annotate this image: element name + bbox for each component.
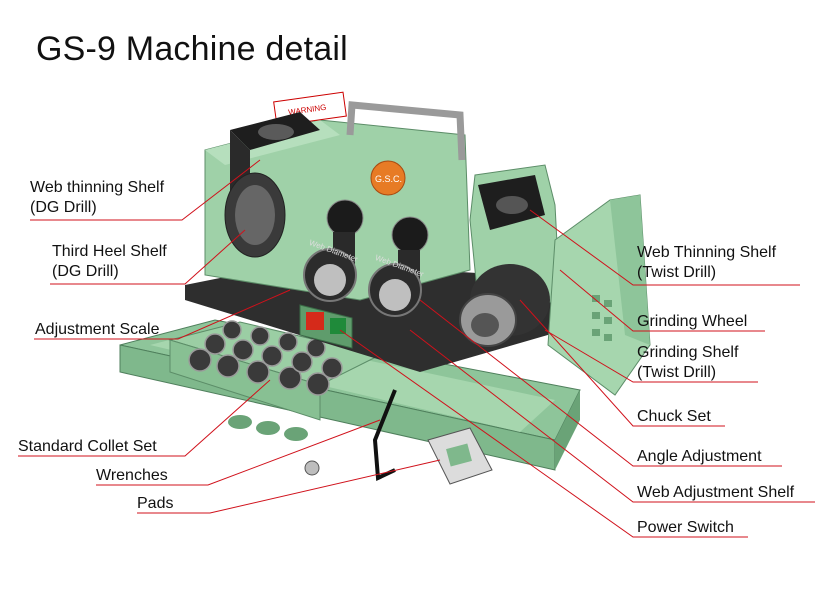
label-web-thinning-twist: Web Thinning Shelf (Twist Drill) — [637, 243, 776, 283]
wrench-shape — [372, 389, 397, 482]
label-web-thinning-twist-line2: (Twist Drill) — [637, 264, 717, 281]
leader-lines — [18, 159, 815, 538]
power-switch-green — [330, 318, 346, 334]
label-power-switch: Power Switch — [637, 519, 734, 536]
hood-holes — [592, 295, 612, 341]
label-adjustment-scale: Adjustment Scale — [35, 321, 160, 338]
label-grinding-shelf-line2: (Twist Drill) — [637, 364, 717, 381]
page-title: GS-9 Machine detail — [36, 30, 348, 68]
scale-dial-left — [326, 199, 364, 237]
label-grinding-shelf-line1: Grinding Shelf — [637, 344, 739, 361]
power-switch-red — [306, 312, 324, 330]
label-grinding-shelf: Grinding Shelf (Twist Drill) — [637, 343, 738, 383]
label-pads: Pads — [137, 495, 174, 512]
label-third-heel: Third Heel Shelf (DG Drill) — [52, 242, 167, 282]
label-chuck-set: Chuck Set — [637, 408, 711, 425]
label-grinding-wheel: Grinding Wheel — [637, 313, 748, 330]
carry-handle — [346, 101, 466, 161]
drawer-knob — [304, 460, 320, 476]
label-web-thinning-dg-line1: Web thinning Shelf — [30, 179, 165, 196]
label-web-thinning-dg: Web thinning Shelf (DG Drill) — [30, 178, 164, 218]
label-wrenches: Wrenches — [96, 467, 168, 484]
label-third-heel-line1: Third Heel Shelf — [52, 243, 167, 260]
label-web-thinning-twist-line1: Web Thinning Shelf — [637, 244, 777, 261]
scale-dial-right — [391, 216, 429, 254]
label-angle-adjustment: Angle Adjustment — [637, 448, 762, 465]
drawer-side — [555, 390, 580, 470]
label-web-adjustment-shelf: Web Adjustment Shelf — [637, 484, 795, 501]
brand-badge — [370, 160, 406, 196]
brand-badge-text: G.S.C. — [375, 174, 402, 184]
collet-group — [188, 320, 343, 396]
label-standard-collet: Standard Collet Set — [18, 438, 157, 455]
collet-holes — [228, 415, 308, 441]
label-web-thinning-dg-line2: (DG Drill) — [30, 199, 97, 216]
label-third-heel-line2: (DG Drill) — [52, 263, 119, 280]
